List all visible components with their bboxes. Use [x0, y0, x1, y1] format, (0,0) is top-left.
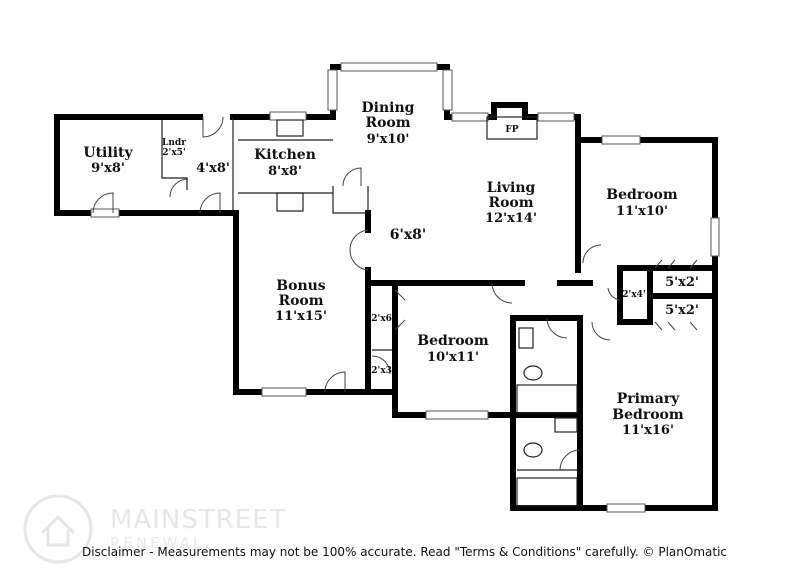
walls-bonus: [233, 210, 525, 418]
dining-name-2: Room: [365, 115, 410, 131]
bonus-size: 11'x15': [275, 309, 327, 324]
kitchen-name: Kitchen: [254, 147, 316, 163]
bedroom-ne-size: 11'x10': [616, 204, 668, 219]
laundry-size: 2'x5': [162, 148, 185, 158]
brand-wordmark-sub: RENEWAL: [110, 534, 205, 552]
kitchen-size: 8'x8': [268, 164, 302, 179]
living-name-1: Living: [487, 180, 536, 196]
bedroom-mid-name: Bedroom: [417, 333, 489, 349]
bedroom-mid-size: 10'x11': [427, 350, 479, 365]
bonus-name-2: Room: [278, 293, 323, 309]
utility-name: Utility: [83, 145, 133, 161]
walls-utility: [54, 114, 236, 216]
bathtub: [516, 384, 578, 414]
primary-size: 11'x16': [622, 423, 674, 438]
brand-logo-icon: [23, 494, 93, 564]
dining-size: 9'x10': [367, 132, 410, 147]
toilet-1: [523, 365, 543, 381]
kitchen-sink: [276, 119, 304, 137]
fireplace-box: [486, 116, 538, 140]
closet-52a-size: 5'x2': [665, 275, 699, 290]
closet-bonus-size: 2'x6': [371, 314, 394, 324]
utility-size: 9'x8': [91, 161, 125, 176]
closet-24-size: 2'x4': [622, 290, 645, 300]
bonus-name-1: Bonus: [276, 278, 326, 294]
laundry-name: Lndr: [162, 138, 186, 148]
shower: [516, 477, 578, 507]
windows: [90, 62, 720, 513]
brand-wordmark: MAINSTREET: [110, 505, 287, 535]
stove: [276, 192, 304, 212]
hall-size: 6'x8': [390, 227, 426, 243]
walls-kitchen: [157, 114, 369, 214]
room-labels: Utility 9'x8' Lndr 2'x5' 4'x8' Kitchen 8…: [83, 100, 699, 438]
primary-name-1: Primary: [617, 391, 680, 407]
dining-name-1: Dining: [362, 100, 415, 116]
walls-living: [557, 114, 718, 511]
primary-name-2: Bedroom: [612, 407, 684, 423]
sink-1: [518, 327, 534, 349]
living-size: 12'x14': [485, 211, 537, 226]
fireplace-label: FP: [505, 125, 518, 135]
walls-baths: [510, 315, 718, 511]
toilet-2: [523, 442, 543, 458]
fixtures: [276, 116, 578, 507]
doors: [92, 116, 698, 471]
bedroom-ne-name: Bedroom: [606, 187, 678, 203]
sink-2: [554, 417, 578, 433]
hall-small-size: 4'x8': [196, 161, 230, 176]
living-name-2: Room: [488, 195, 533, 211]
closet-52b-size: 5'x2': [665, 303, 699, 318]
closet-bonus2-size: 2'x3': [371, 366, 394, 376]
disclaimer-text: Disclaimer - Measurements may not be 100…: [81, 545, 728, 559]
